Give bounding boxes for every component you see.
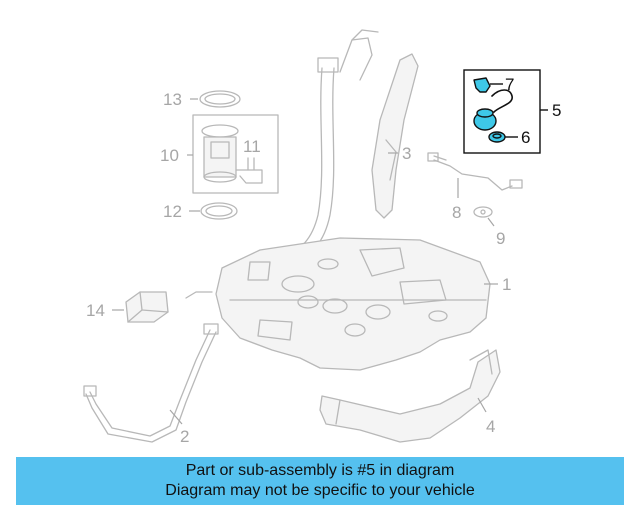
banner-line-2: Diagram may not be specific to your vehi… bbox=[165, 482, 475, 499]
parts-diagram: 13 10 11 12 3 bbox=[83, 29, 561, 446]
callout-10: 10 bbox=[160, 146, 179, 165]
callout-14: 14 bbox=[86, 301, 105, 320]
info-banner: Part or sub-assembly is #5 in diagram Di… bbox=[16, 457, 624, 505]
callout-12: 12 bbox=[163, 202, 182, 221]
callout-6: 6 bbox=[521, 128, 530, 147]
callout-7: 7 bbox=[505, 75, 514, 94]
callout-4: 4 bbox=[486, 417, 495, 436]
callout-5: 5 bbox=[552, 101, 561, 120]
part-3-heat-shield bbox=[371, 53, 419, 219]
part-filler-pipe bbox=[284, 29, 379, 263]
banner-line-1: Part or sub-assembly is #5 in diagram bbox=[185, 462, 455, 479]
callout-3: 3 bbox=[402, 144, 411, 163]
part-5-assembly-box bbox=[463, 69, 541, 154]
part-9-washer bbox=[473, 206, 493, 218]
part-10-fuel-pump-box bbox=[192, 114, 279, 194]
part-14-module bbox=[125, 291, 169, 323]
callout-8: 8 bbox=[452, 203, 461, 222]
part-1-fuel-tank bbox=[215, 237, 491, 371]
part-12-lock-ring bbox=[200, 202, 238, 220]
part-7-connector bbox=[473, 77, 491, 93]
callout-13: 13 bbox=[163, 90, 182, 109]
part-13-seal-ring bbox=[199, 90, 241, 108]
part-8-vent-line bbox=[427, 152, 523, 191]
callout-9: 9 bbox=[496, 229, 505, 248]
callout-1: 1 bbox=[502, 275, 511, 294]
callout-2: 2 bbox=[180, 427, 189, 446]
callout-11: 11 bbox=[243, 137, 261, 156]
part-4-support bbox=[319, 349, 501, 443]
part-2-tank-strap bbox=[83, 291, 219, 443]
